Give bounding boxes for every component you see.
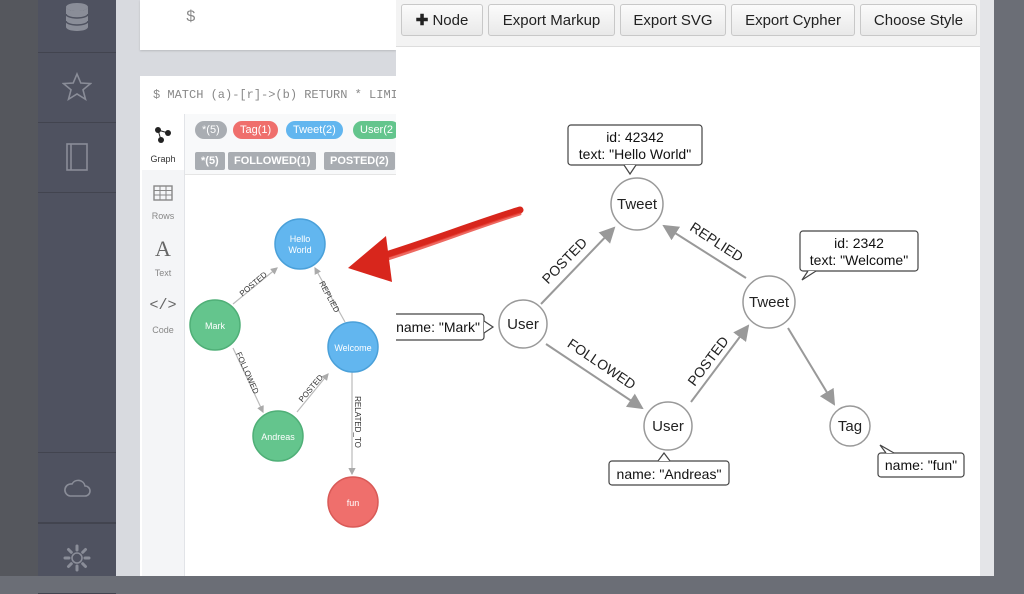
rel-pill-all[interactable]: *(5) [195, 152, 225, 170]
label-pill-user[interactable]: User(2 [353, 121, 401, 139]
rel-pill-followed[interactable]: FOLLOWED(1) [228, 152, 317, 170]
app-sidebar [38, 0, 116, 594]
documentation-nav-button[interactable] [38, 122, 116, 193]
tweet2-id: id: 2342 [834, 235, 884, 251]
big-edge-posted-2 [690, 324, 750, 403]
editor-prompt: $ [186, 8, 196, 26]
legend-bar: *(5) Tag(1) Tweet(2) User(2 *(5) FOLLOWE… [185, 114, 401, 175]
big-node-user-mark-label: User [507, 316, 539, 333]
label-pill-all[interactable]: *(5) [195, 121, 227, 139]
big-node-tag[interactable]: Tag [829, 405, 871, 447]
code-view-tab[interactable]: </> Code [142, 285, 184, 341]
window-frame-right [994, 0, 1024, 576]
big-edge-replied [662, 224, 747, 279]
text-view-tab[interactable]: A Text [142, 228, 184, 284]
edge-label-posted-1: POSTED [238, 270, 269, 298]
arrows-canvas[interactable]: POSTED REPLIED FOLLOWED POSTED id: 42342… [396, 46, 980, 576]
book-icon [66, 143, 88, 171]
mark-properties: name: "Mark" [396, 313, 495, 341]
big-node-tweet-1[interactable]: Tweet [610, 177, 664, 231]
settings-nav-button[interactable] [38, 522, 116, 594]
edge-posted-1 [232, 267, 278, 305]
table-icon [153, 185, 173, 201]
svg-text:World: World [288, 245, 311, 255]
text-view-label: Text [154, 268, 172, 278]
big-node-tag-label: Tag [838, 418, 862, 435]
node-welcome[interactable]: Welcome [327, 321, 379, 373]
tweet2-text: text: "Welcome" [810, 252, 908, 268]
query-editor[interactable] [140, 0, 396, 50]
result-graph[interactable]: POSTED REPLIED FOLLOWED POSTED RELATED_T… [185, 176, 396, 576]
panel-frame-right [980, 0, 994, 576]
big-edge-posted-1 [540, 226, 616, 305]
edge-followed [232, 347, 264, 414]
label-pill-tag[interactable]: Tag(1) [233, 121, 279, 139]
svg-text:Hello: Hello [290, 234, 311, 244]
label-pill-tweet[interactable]: Tweet(2) [286, 121, 343, 139]
text-glyph-icon: A [155, 236, 171, 261]
tag-name: name: "fun" [885, 457, 957, 473]
andreas-name: name: "Andreas" [617, 466, 722, 482]
add-node-label: Node [432, 12, 469, 29]
node-mark[interactable]: Mark [189, 299, 241, 351]
big-edge-followed [545, 343, 644, 410]
svg-text:Andreas: Andreas [261, 432, 295, 442]
window-frame-left [0, 0, 38, 576]
mark-name: name: "Mark" [396, 319, 480, 335]
big-node-tweet-1-label: Tweet [617, 196, 658, 213]
rows-view-label: Rows [151, 211, 175, 221]
svg-text:Mark: Mark [205, 321, 225, 331]
cloud-icon [64, 479, 91, 497]
andreas-properties: name: "Andreas" [608, 452, 730, 486]
sidebar-spacer [38, 192, 116, 262]
edge-posted-2 [296, 373, 329, 413]
rows-view-tab[interactable]: Rows [142, 171, 184, 227]
big-node-tweet-2[interactable]: Tweet [742, 275, 796, 329]
favorites-nav-button[interactable] [38, 52, 116, 123]
node-andreas[interactable]: Andreas [252, 410, 304, 462]
tweet1-properties: id: 42342 text: "Hello World" [567, 124, 703, 176]
big-node-user-andreas[interactable]: User [643, 401, 693, 451]
editor-toolbar: ✚ Node Export Markup Export SVG Export C… [396, 0, 980, 47]
result-query: $ MATCH (a)-[r]->(b) RETURN * LIMIT [153, 88, 396, 102]
code-view-label: Code [152, 325, 174, 335]
big-node-tweet-2-label: Tweet [749, 294, 790, 311]
tweet1-text: text: "Hello World" [579, 146, 691, 162]
svg-text:Welcome: Welcome [334, 343, 371, 353]
plus-icon: ✚ [415, 12, 433, 29]
star-icon [62, 72, 92, 102]
tag-properties: name: "fun" [877, 444, 965, 478]
edge-label-replied: REPLIED [317, 280, 341, 315]
graph-view-tab[interactable]: Graph [142, 114, 184, 170]
tweet1-id: id: 42342 [606, 129, 664, 145]
cloud-nav-button[interactable] [38, 452, 116, 524]
graph-view-label: Graph [150, 154, 176, 164]
big-node-user-andreas-label: User [652, 418, 684, 435]
big-edge-label-replied: REPLIED [687, 219, 746, 265]
svg-text:fun: fun [347, 498, 360, 508]
node-fun[interactable]: fun [327, 476, 379, 528]
rel-pill-posted[interactable]: POSTED(2) [324, 152, 395, 170]
tweet2-properties: id: 2342 text: "Welcome" [799, 230, 919, 281]
export-cypher-button[interactable]: Export Cypher [731, 4, 855, 36]
database-nav-button[interactable] [38, 0, 116, 53]
node-hello-world[interactable]: Hello World [274, 218, 326, 270]
code-icon: </> [149, 297, 177, 314]
database-icon [65, 3, 89, 31]
choose-style-button[interactable]: Choose Style [860, 4, 977, 36]
edge-label-related-to: RELATED_TO [353, 396, 362, 448]
big-edge-tagged [787, 327, 836, 406]
red-arrow-annotation [348, 206, 524, 282]
edge-label-posted-2: POSTED [297, 373, 325, 404]
graph-icon [155, 127, 171, 143]
big-node-user-mark[interactable]: User [498, 299, 548, 349]
edge-label-followed: FOLLOWED [234, 351, 261, 396]
add-node-button[interactable]: ✚ Node [401, 4, 483, 36]
edge-replied [314, 266, 346, 323]
export-svg-button[interactable]: Export SVG [620, 4, 726, 36]
export-markup-button[interactable]: Export Markup [488, 4, 615, 36]
gear-icon [63, 544, 91, 572]
